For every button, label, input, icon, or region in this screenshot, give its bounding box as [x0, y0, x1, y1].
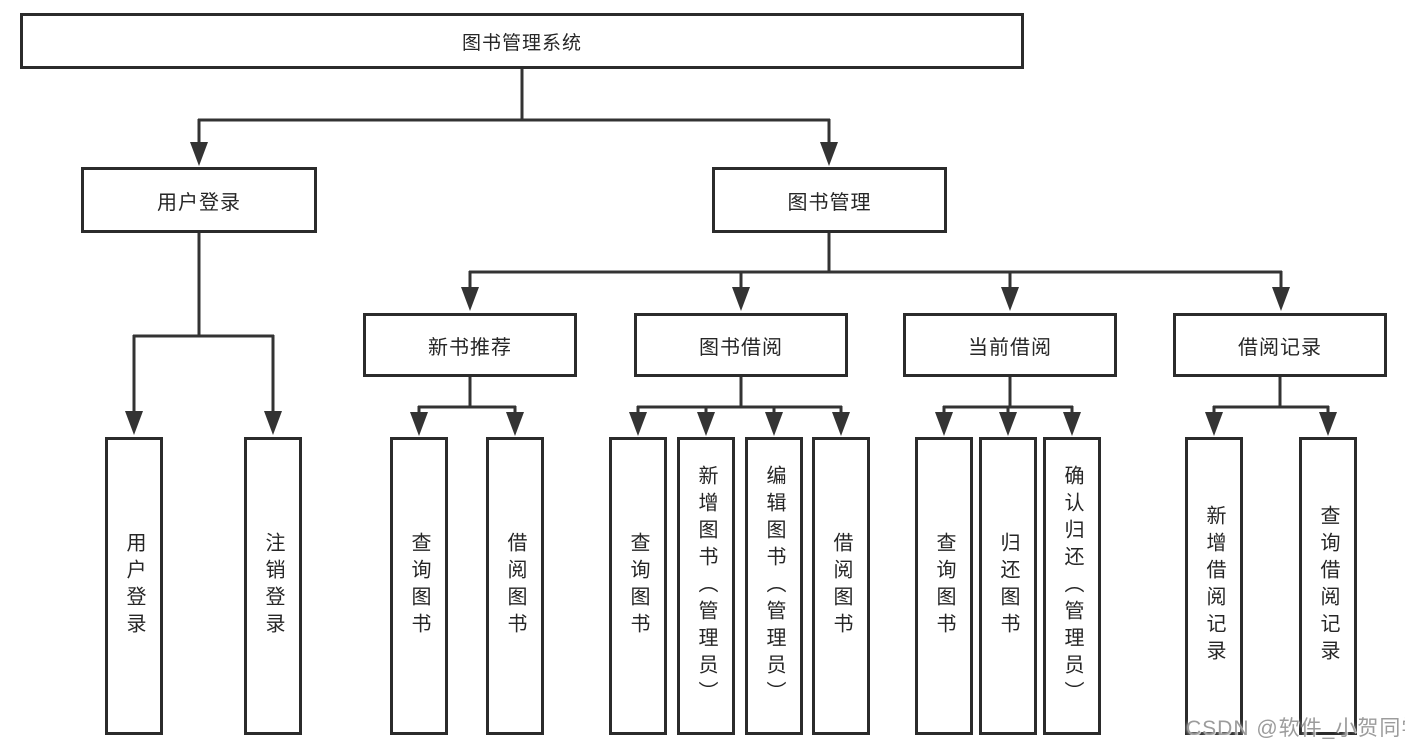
- node-leaf-edit-book-admin: 编辑图书（管理员）: [745, 437, 803, 735]
- node-user-login: 用户登录: [81, 167, 317, 233]
- node-book-management: 图书管理: [712, 167, 947, 233]
- node-library-management-system-label: 图书管理系统: [461, 32, 582, 54]
- node-leaf-add-borrow-record-label: 新增借阅记录: [1203, 505, 1225, 667]
- node-book-management-label: 图书管理: [787, 191, 872, 214]
- node-leaf-query-book-current-label: 查询图书: [933, 532, 955, 640]
- node-leaf-query-book-borrow: 查询图书: [609, 437, 667, 735]
- node-leaf-query-book-borrow-label: 查询图书: [627, 532, 649, 640]
- node-new-book-recommend-label: 新书推荐: [428, 336, 512, 359]
- node-book-borrow: 图书借阅: [634, 313, 848, 377]
- node-leaf-add-borrow-record: 新增借阅记录: [1185, 437, 1243, 735]
- node-leaf-query-borrow-record-label: 查询借阅记录: [1317, 505, 1339, 667]
- node-leaf-return-book-label: 归还图书: [997, 532, 1019, 640]
- node-leaf-logout-label: 注销登录: [262, 532, 284, 640]
- node-leaf-query-borrow-record: 查询借阅记录: [1299, 437, 1357, 735]
- node-leaf-query-book-recommend: 查询图书: [390, 437, 448, 735]
- node-leaf-borrow-book-label: 借阅图书: [830, 532, 852, 640]
- node-leaf-borrow-book: 借阅图书: [812, 437, 870, 735]
- node-current-borrow: 当前借阅: [903, 313, 1117, 377]
- node-leaf-user-login: 用户登录: [105, 437, 163, 735]
- node-leaf-return-book: 归还图书: [979, 437, 1037, 735]
- csdn-watermark: CSDN @软件_小贺同学: [1186, 717, 1405, 740]
- node-leaf-logout: 注销登录: [244, 437, 302, 735]
- node-book-borrow-label: 图书借阅: [699, 336, 783, 359]
- node-leaf-confirm-return-admin-label: 确认归还（管理员）: [1061, 464, 1083, 708]
- node-leaf-confirm-return-admin: 确认归还（管理员）: [1043, 437, 1101, 735]
- node-current-borrow-label: 当前借阅: [968, 336, 1052, 359]
- node-borrow-record: 借阅记录: [1173, 313, 1387, 377]
- node-leaf-query-book-recommend-label: 查询图书: [408, 532, 430, 640]
- node-new-book-recommend: 新书推荐: [363, 313, 577, 377]
- node-borrow-record-label: 借阅记录: [1238, 336, 1322, 359]
- node-user-login-label: 用户登录: [157, 191, 241, 214]
- node-leaf-add-book-admin-label: 新增图书（管理员）: [695, 464, 717, 708]
- node-leaf-user-login-label: 用户登录: [123, 532, 145, 640]
- node-leaf-edit-book-admin-label: 编辑图书（管理员）: [763, 464, 785, 708]
- node-leaf-query-book-current: 查询图书: [915, 437, 973, 735]
- node-leaf-borrow-book-recommend-label: 借阅图书: [504, 532, 526, 640]
- node-library-management-system: 图书管理系统: [20, 13, 1024, 69]
- node-leaf-borrow-book-recommend: 借阅图书: [486, 437, 544, 735]
- node-leaf-add-book-admin: 新增图书（管理员）: [677, 437, 735, 735]
